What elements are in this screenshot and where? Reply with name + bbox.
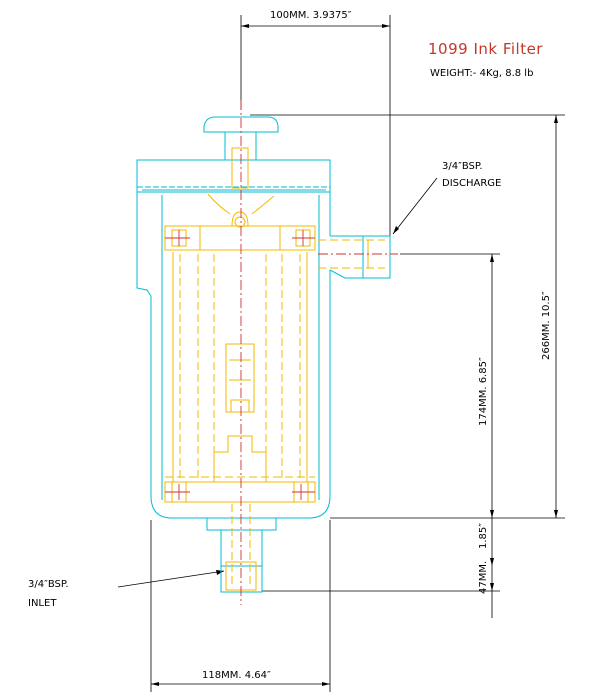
center-lines (165, 100, 398, 605)
filter-internals (164, 147, 385, 591)
dimension-base-offset: 1.85″ (478, 518, 494, 566)
outlet-port (329, 235, 364, 279)
lid (136, 159, 331, 193)
dimension-inlet-length-label: 47MM. (478, 561, 489, 594)
bowl (136, 192, 331, 519)
discharge-note-line1: 3/4″BSP. (442, 161, 483, 172)
dimension-overall-height-label: 266MM. 10.5″ (541, 291, 552, 360)
weight-label: WEIGHT:- 4Kg, 8.8 lb (430, 68, 533, 79)
dimension-top-width: 100MM. 3.9375″ (240, 10, 391, 238)
inlet-callout: 3/4″BSP. INLET (28, 570, 225, 609)
drawing-title: 1099 Ink Filter (428, 40, 543, 58)
dimension-inlet-outlet-label: 174MM. 6.85″ (478, 357, 489, 426)
filter-housing (136, 116, 391, 593)
dimension-body-width: 118MM. 4.64″ (150, 520, 331, 692)
dimension-overall-height: 266MM. 10.5″ (250, 114, 565, 519)
discharge-note-line2: DISCHARGE (442, 178, 501, 189)
inlet-note-line1: 3/4″BSP. (28, 579, 69, 590)
dimension-body-width-label: 118MM. 4.64″ (202, 670, 271, 681)
dimension-inlet-length: 47MM. (262, 561, 500, 618)
top-knob (203, 116, 279, 133)
discharge-callout: 3/4″BSP. DISCHARGE (392, 161, 501, 235)
dimension-inlet-outlet: 174MM. 6.85″ (400, 253, 500, 518)
inlet-note-line2: INLET (28, 598, 57, 609)
inlet-port (220, 565, 263, 593)
dimension-base-offset-label: 1.85″ (478, 523, 489, 549)
dimension-top-width-label: 100MM. 3.9375″ (270, 10, 352, 21)
